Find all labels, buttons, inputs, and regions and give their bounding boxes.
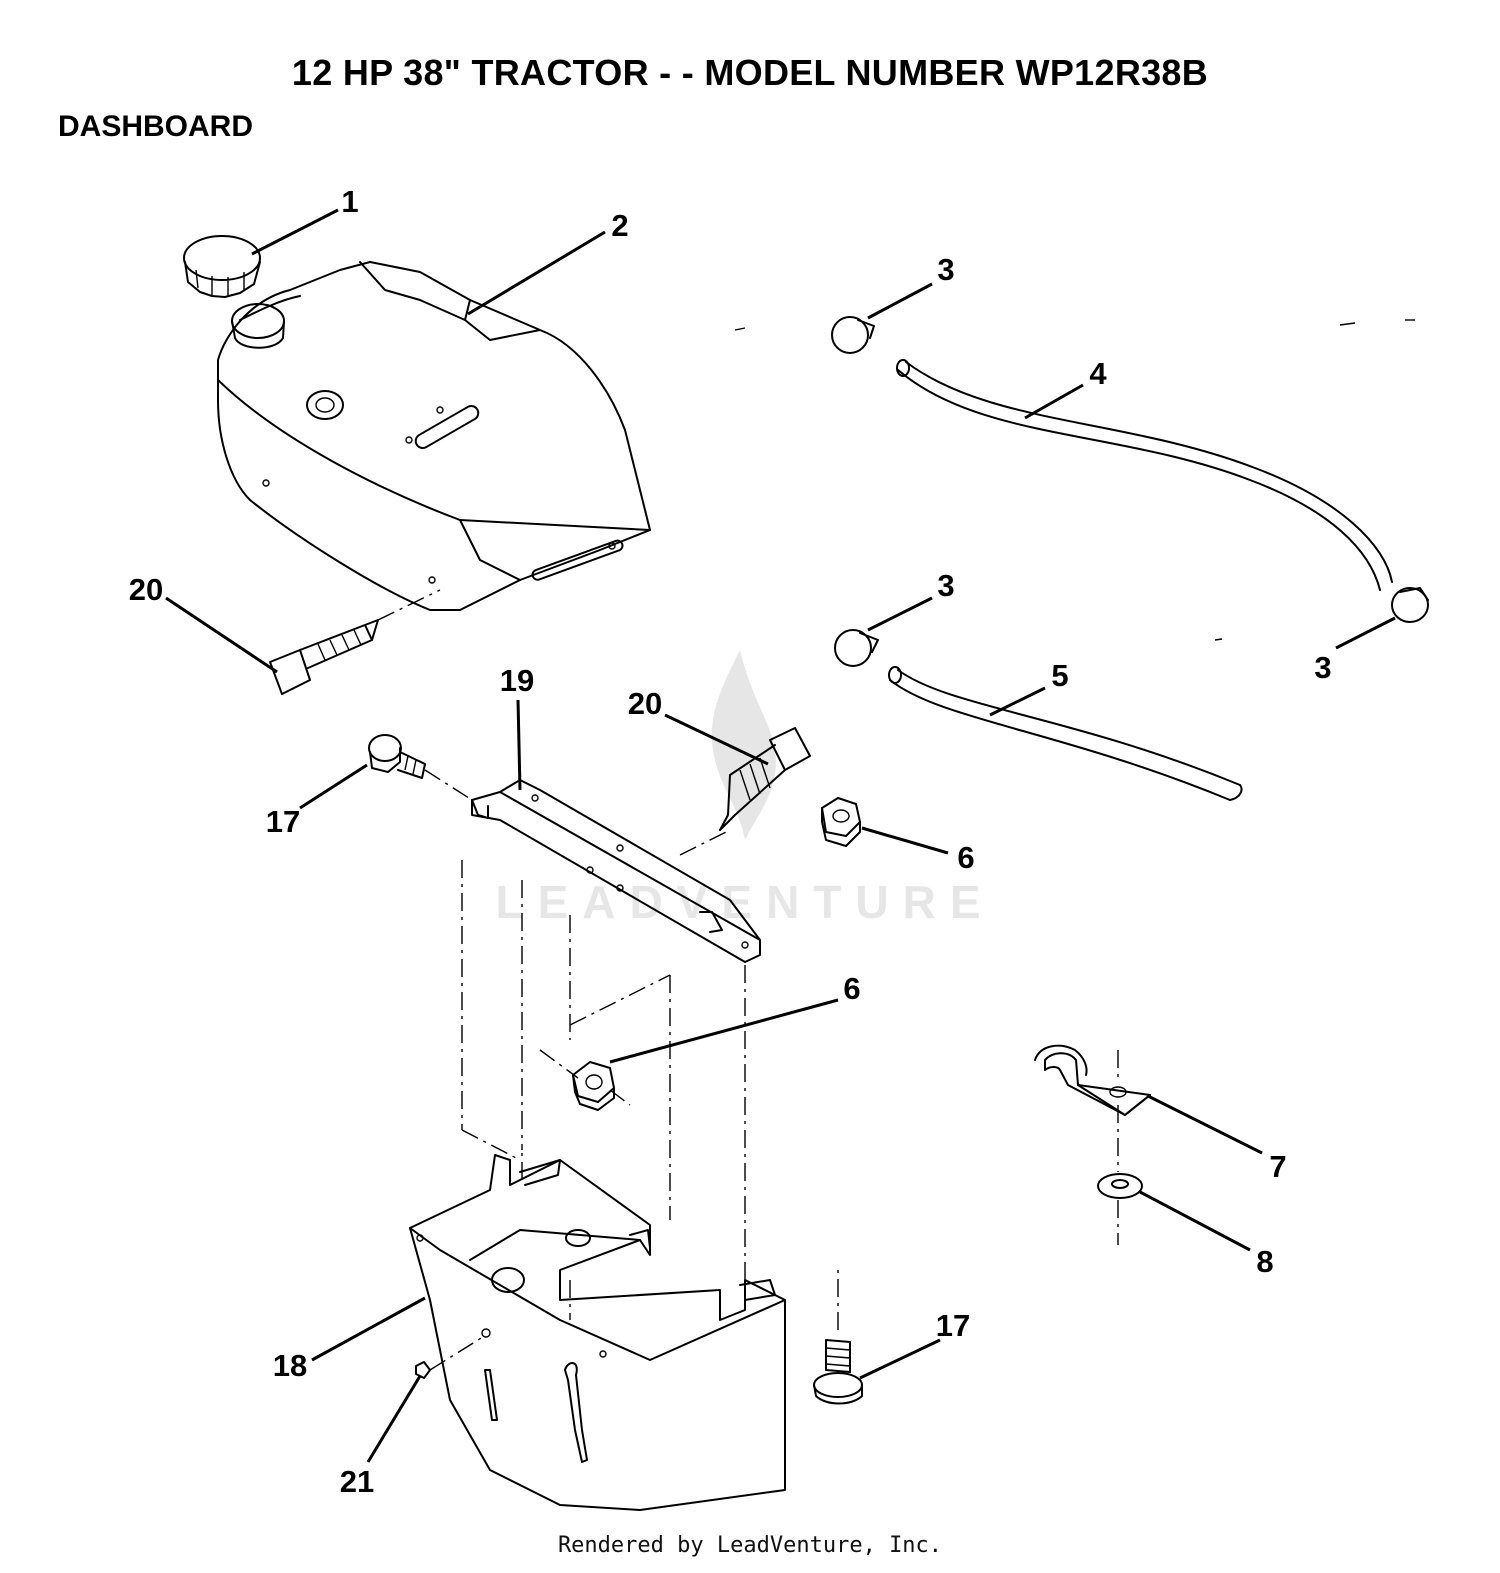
watermark: LEADVENTURE [495,650,994,928]
part-3-hose-clamp-upper[interactable] [831,316,875,354]
part-19-bracket[interactable] [424,769,761,1320]
callout-19: 19 [500,663,534,698]
callout-6-lower: 6 [843,971,860,1006]
part-7-hose-clip[interactable] [1034,1044,1151,1172]
part-8-washer[interactable] [1097,1173,1143,1245]
diagram-title: 12 HP 38" TRACTOR - - MODEL NUMBER WP12R… [291,52,1209,93]
part-3-hose-clamp-middle[interactable] [834,629,879,667]
section-title: DASHBOARD [58,110,253,143]
part-21-push-nut[interactable] [415,1361,431,1379]
part-6-hex-nut-lower[interactable] [572,1061,615,1111]
part-4-fuel-hose[interactable] [896,359,1393,591]
callout-2: 2 [611,208,628,243]
part-20-screw-left[interactable] [269,589,441,695]
callout-18: 18 [273,1348,307,1383]
callout-7: 7 [1269,1149,1286,1184]
part-20-screw-middle[interactable] [719,727,811,831]
callout-20-left: 20 [129,572,163,607]
callout-8: 8 [1256,1244,1273,1279]
leader-lines [165,208,1396,1463]
part-5-fuel-hose[interactable] [888,666,1243,801]
footer-credit: Rendered by LeadVenture, Inc. [557,1533,943,1558]
callout-4: 4 [1089,356,1107,391]
part-6-hex-nut-upper[interactable] [821,797,861,847]
part-17-bolt-upper[interactable] [368,734,426,779]
callout-3-right: 3 [1314,650,1331,685]
callout-3-upper: 3 [937,252,954,287]
callout-17-upper: 17 [266,804,300,839]
part-2-dashboard-housing[interactable] [217,261,651,611]
part-18-lower-dash-panel[interactable] [409,1154,786,1511]
callout-numbers: 1 2 3 4 3 3 5 6 6 7 8 17 18 21 19 20 20 … [129,184,1332,1499]
part-3-hose-clamp-right[interactable] [1391,587,1429,623]
part-1-fuel-cap[interactable] [183,235,261,298]
callout-1: 1 [341,184,358,219]
callout-17-lower: 17 [936,1308,970,1343]
watermark-flame-icon [711,650,776,840]
part-17-bolt-lower[interactable] [813,1270,863,1405]
callout-20-middle: 20 [628,686,662,721]
watermark-text: LEADVENTURE [495,876,994,928]
callout-5: 5 [1051,658,1068,693]
callout-3-middle: 3 [937,568,954,603]
callout-6-upper: 6 [957,840,974,875]
callout-21: 21 [340,1464,374,1499]
dash-marks [734,319,1415,641]
